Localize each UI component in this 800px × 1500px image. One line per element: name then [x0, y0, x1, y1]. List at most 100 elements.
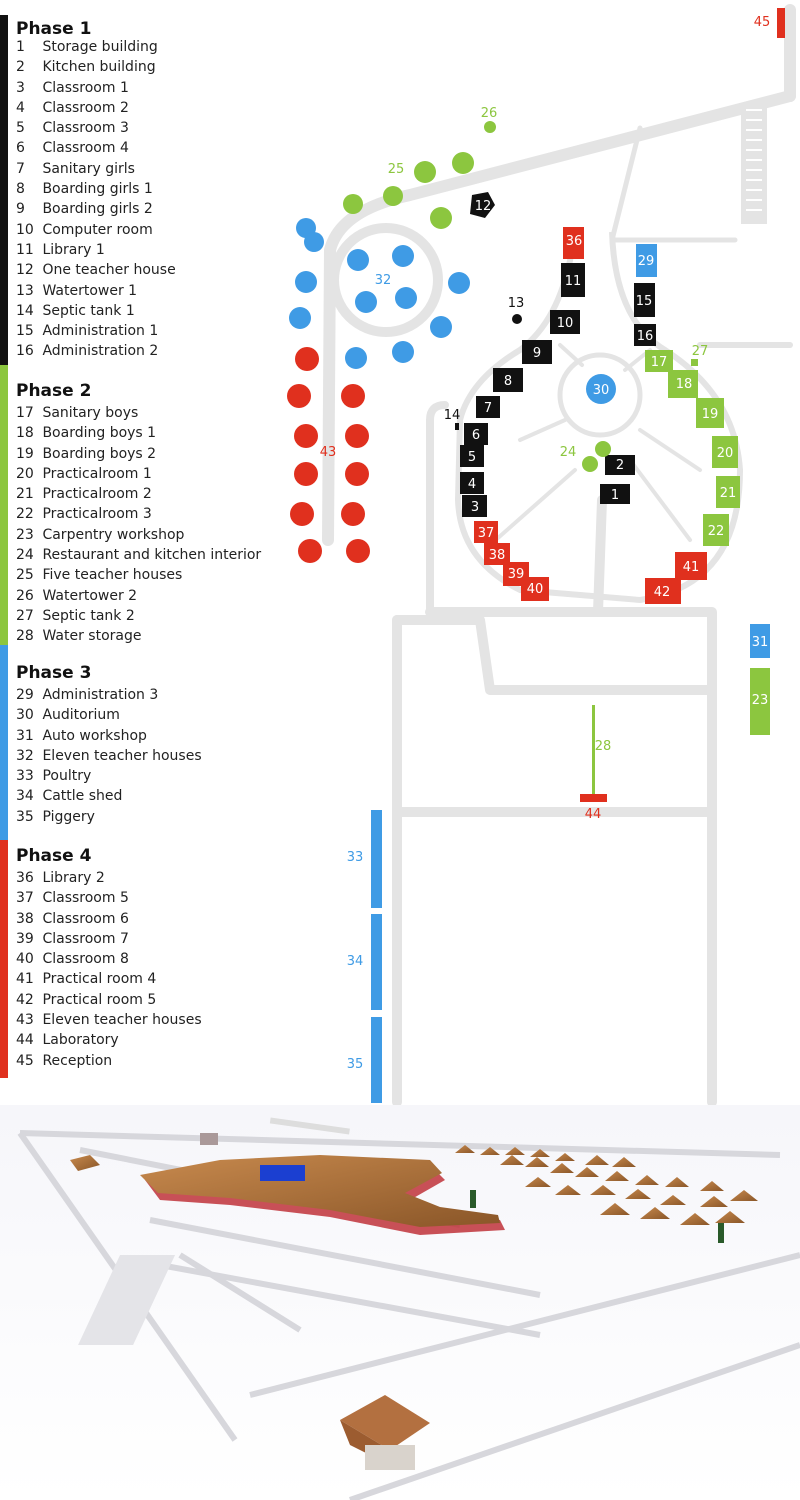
svg-text:37: 37	[478, 526, 495, 541]
building-37	[474, 521, 498, 543]
legend-item: 7 Sanitary girls	[16, 160, 135, 177]
phase-4-title: Phase 4	[16, 846, 92, 866]
legend-item: 4 Classroom 2	[16, 99, 129, 116]
legend-item: 45 Reception	[16, 1052, 113, 1069]
building-14	[455, 423, 459, 430]
svg-text:19: 19	[702, 407, 719, 422]
svg-text:10: 10	[557, 316, 574, 331]
phase-4-buildings	[287, 227, 707, 604]
svg-text:9: 9	[533, 346, 541, 361]
legend-item: 6 Classroom 4	[16, 140, 129, 157]
building-34	[371, 914, 382, 1010]
svg-text:25: 25	[388, 162, 405, 177]
3d-site-render	[0, 1105, 800, 1500]
phase-2-buildings	[343, 121, 740, 546]
phase-4-color-bar	[0, 840, 8, 1078]
legend-item: 14 Septic tank 1	[16, 302, 135, 319]
building-41	[675, 552, 707, 580]
building-17	[645, 350, 673, 372]
svg-text:16: 16	[637, 329, 654, 344]
road-network	[322, 4, 796, 1105]
svg-text:31: 31	[752, 635, 769, 650]
svg-text:11: 11	[565, 274, 582, 289]
svg-text:8: 8	[504, 374, 512, 389]
legend-item: 27 Septic tank 2	[16, 607, 135, 624]
building-45	[777, 8, 785, 38]
phase-1-buildings	[455, 192, 656, 517]
legend-item: 13 Watertower 1	[16, 282, 138, 299]
site-plan-map: 1 2 3 4 5 6 7 8 9 10 11 12 13 14 15 16 1…	[287, 4, 796, 1105]
building-9	[522, 340, 552, 364]
svg-text:2: 2	[616, 458, 624, 473]
building-6	[464, 423, 488, 445]
svg-text:40: 40	[527, 582, 544, 597]
phase-1-title: Phase 1	[16, 19, 92, 39]
building-33	[371, 810, 382, 908]
auditorium-circle	[557, 352, 643, 438]
building-16	[634, 324, 656, 346]
render-watertower	[470, 1190, 476, 1208]
svg-text:41: 41	[683, 560, 700, 575]
legend-item: 38 Classroom 6	[16, 910, 129, 927]
legend-item: 42 Practical room 5	[16, 991, 157, 1008]
phase-3-list: 29 Administration 3 30 Auditorium 31 Aut…	[16, 685, 202, 827]
svg-text:15: 15	[636, 294, 653, 309]
roundabout	[329, 223, 443, 337]
svg-text:27: 27	[692, 344, 709, 359]
legend-item: 39 Classroom 7	[16, 930, 129, 947]
svg-text:22: 22	[708, 524, 725, 539]
building-28	[592, 705, 595, 795]
legend-item: 35 Piggery	[16, 808, 95, 825]
building-8	[493, 368, 523, 392]
building-11	[561, 263, 585, 297]
svg-text:28: 28	[595, 739, 612, 754]
legend-item: 43 Eleven teacher houses	[16, 1012, 202, 1029]
legend-item: 29 Administration 3	[16, 687, 159, 703]
phase-1-color-bar	[0, 15, 8, 365]
svg-text:3: 3	[471, 500, 479, 515]
svg-text:38: 38	[489, 548, 506, 563]
svg-text:29: 29	[638, 254, 655, 269]
render-teacher-houses	[455, 1145, 758, 1225]
svg-text:18: 18	[676, 377, 693, 392]
phase-2-title: Phase 2	[16, 381, 92, 401]
building-23	[750, 668, 770, 735]
building-29	[636, 244, 657, 277]
render-buildings	[70, 1117, 505, 1235]
svg-text:6: 6	[472, 428, 480, 443]
legend-item: 44 Laboratory	[16, 1032, 119, 1049]
svg-text:4: 4	[468, 477, 476, 492]
legend-item: 9 Boarding girls 2	[16, 201, 153, 218]
phase-3-color-bar	[0, 645, 8, 840]
legend-item: 19 Boarding boys 2	[16, 445, 157, 462]
legend-item: 28 Water storage	[16, 628, 142, 645]
svg-text:33: 33	[347, 850, 364, 865]
legend-item: 24 Restaurant and kitchen interior	[16, 547, 262, 564]
legend-item: 1 Storage building	[16, 39, 158, 55]
legend-item: 15 Administration 1	[16, 323, 159, 340]
building-25	[343, 194, 363, 214]
legend-item: 5 Classroom 3	[16, 120, 129, 137]
legend-item: 30 Auditorium	[16, 707, 120, 724]
legend-item: 31 Auto workshop	[16, 727, 147, 744]
svg-text:20: 20	[717, 446, 734, 461]
legend-item: 36 Library 2	[16, 870, 105, 886]
svg-text:21: 21	[720, 486, 737, 501]
svg-text:36: 36	[566, 234, 583, 249]
legend-item: 18 Boarding boys 1	[16, 425, 157, 442]
phase-1-group: Phase 1 1 Storage building 2 Kitchen bui…	[0, 15, 280, 365]
building-35	[371, 1017, 382, 1103]
svg-text:35: 35	[347, 1057, 364, 1072]
building-12	[470, 192, 495, 218]
building-19	[696, 398, 724, 428]
svg-text:44: 44	[585, 807, 602, 822]
building-36	[563, 227, 584, 259]
svg-text:13: 13	[508, 296, 525, 311]
svg-text:42: 42	[654, 585, 671, 600]
svg-text:5: 5	[468, 450, 476, 465]
building-24	[595, 441, 611, 457]
phase-1-list: 1 Storage building 2 Kitchen building 3 …	[16, 37, 176, 362]
parking-lines	[746, 109, 762, 211]
legend-item: 32 Eleven teacher houses	[16, 747, 202, 764]
svg-text:1: 1	[611, 488, 619, 503]
